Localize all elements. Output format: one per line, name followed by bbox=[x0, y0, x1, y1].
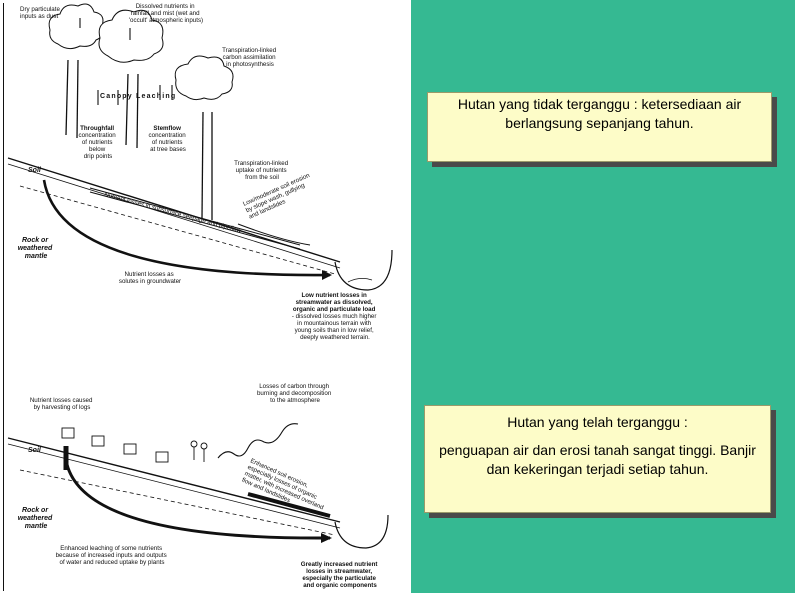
label-nutrient-losses-groundwater: Nutrient losses as solutes in groundwate… bbox=[119, 271, 181, 285]
bottom-soil-boundary bbox=[19, 469, 336, 536]
label-soil-top: Soil bbox=[28, 167, 42, 174]
callout-undisturbed-text: Hutan yang tidak terganggu : ketersediaa… bbox=[457, 96, 742, 131]
tree-right bbox=[174, 55, 234, 220]
carbon-loss-arrow bbox=[217, 423, 299, 459]
callout-undisturbed-forest: Hutan yang tidak terganggu : ketersediaa… bbox=[427, 92, 772, 162]
label-enhanced-erosion: Enhanced soil erosion, especially losses… bbox=[241, 457, 332, 518]
callout-disturbed-body: penguapan air dan erosi tanah sangat tin… bbox=[439, 442, 756, 477]
label-greatly-increased: Greatly increased nutrient losses in str… bbox=[301, 561, 379, 589]
subsurface-arrow bbox=[89, 187, 301, 246]
tree-stumps bbox=[61, 427, 169, 463]
label-soil-bottom: Soil bbox=[28, 447, 42, 454]
callout-disturbed-title: Hutan yang telah terganggu : bbox=[507, 414, 688, 430]
forest-nutrient-diagram: Dry particulate inputs as dust Dissolved… bbox=[7, 3, 393, 589]
top-stream-valley bbox=[334, 249, 393, 291]
erosion-arrow bbox=[237, 223, 311, 246]
label-dissolved-nutrients: Dissolved nutrients in rainfall and mist… bbox=[129, 3, 203, 24]
enhanced-leaching-arrow bbox=[64, 459, 331, 540]
top-ground-line-2 bbox=[7, 163, 341, 269]
panel-border bbox=[3, 3, 409, 591]
top-soil-boundary bbox=[19, 185, 336, 275]
label-harvesting: Nutrient losses caused by harvesting of … bbox=[30, 397, 94, 411]
label-throughfall: Throughfall concentration of nutrients b… bbox=[79, 125, 118, 160]
label-canopy-leaching: Canopy Leaching bbox=[100, 93, 176, 100]
diagram-panel: Dry particulate inputs as dust Dissolved… bbox=[3, 3, 409, 591]
label-stemflow: Stemflow concentration of nutrients at t… bbox=[149, 125, 188, 153]
label-nutrient-losses-subsurface: Nutrient losses in subsurface seepage an… bbox=[103, 191, 242, 234]
enhanced-erosion-bar bbox=[247, 492, 331, 518]
label-carbon-losses: Losses of carbon through burning and dec… bbox=[257, 383, 333, 404]
label-transpiration-uptake: Transpiration-linked uptake of nutrients… bbox=[234, 160, 290, 181]
groundwater-flow-arrow bbox=[42, 179, 331, 277]
people-icon bbox=[190, 440, 208, 462]
label-rock-top: Rock or weathered mantle bbox=[18, 237, 55, 260]
label-dry-particulate: Dry particulate inputs as dust bbox=[20, 6, 62, 20]
label-enhanced-leaching: Enhanced leaching of some nutrients beca… bbox=[56, 545, 169, 566]
label-rock-bottom: Rock or weathered mantle bbox=[18, 507, 55, 530]
tree-middle bbox=[98, 9, 164, 149]
label-transpiration-carbon: Transpiration-linked carbon assimilation… bbox=[222, 47, 278, 68]
bottom-ground-line-2 bbox=[7, 443, 341, 529]
top-stream-water bbox=[347, 278, 373, 283]
tree-left bbox=[48, 3, 104, 139]
label-low-nutrient-losses: Low nutrient losses in streamwater as di… bbox=[292, 292, 378, 341]
canopy-leaching-arrows bbox=[79, 18, 173, 105]
callout-disturbed-forest: Hutan yang telah terganggu : penguapan a… bbox=[424, 405, 771, 513]
bottom-ground-line bbox=[7, 437, 341, 523]
bottom-stream-valley bbox=[334, 514, 389, 549]
